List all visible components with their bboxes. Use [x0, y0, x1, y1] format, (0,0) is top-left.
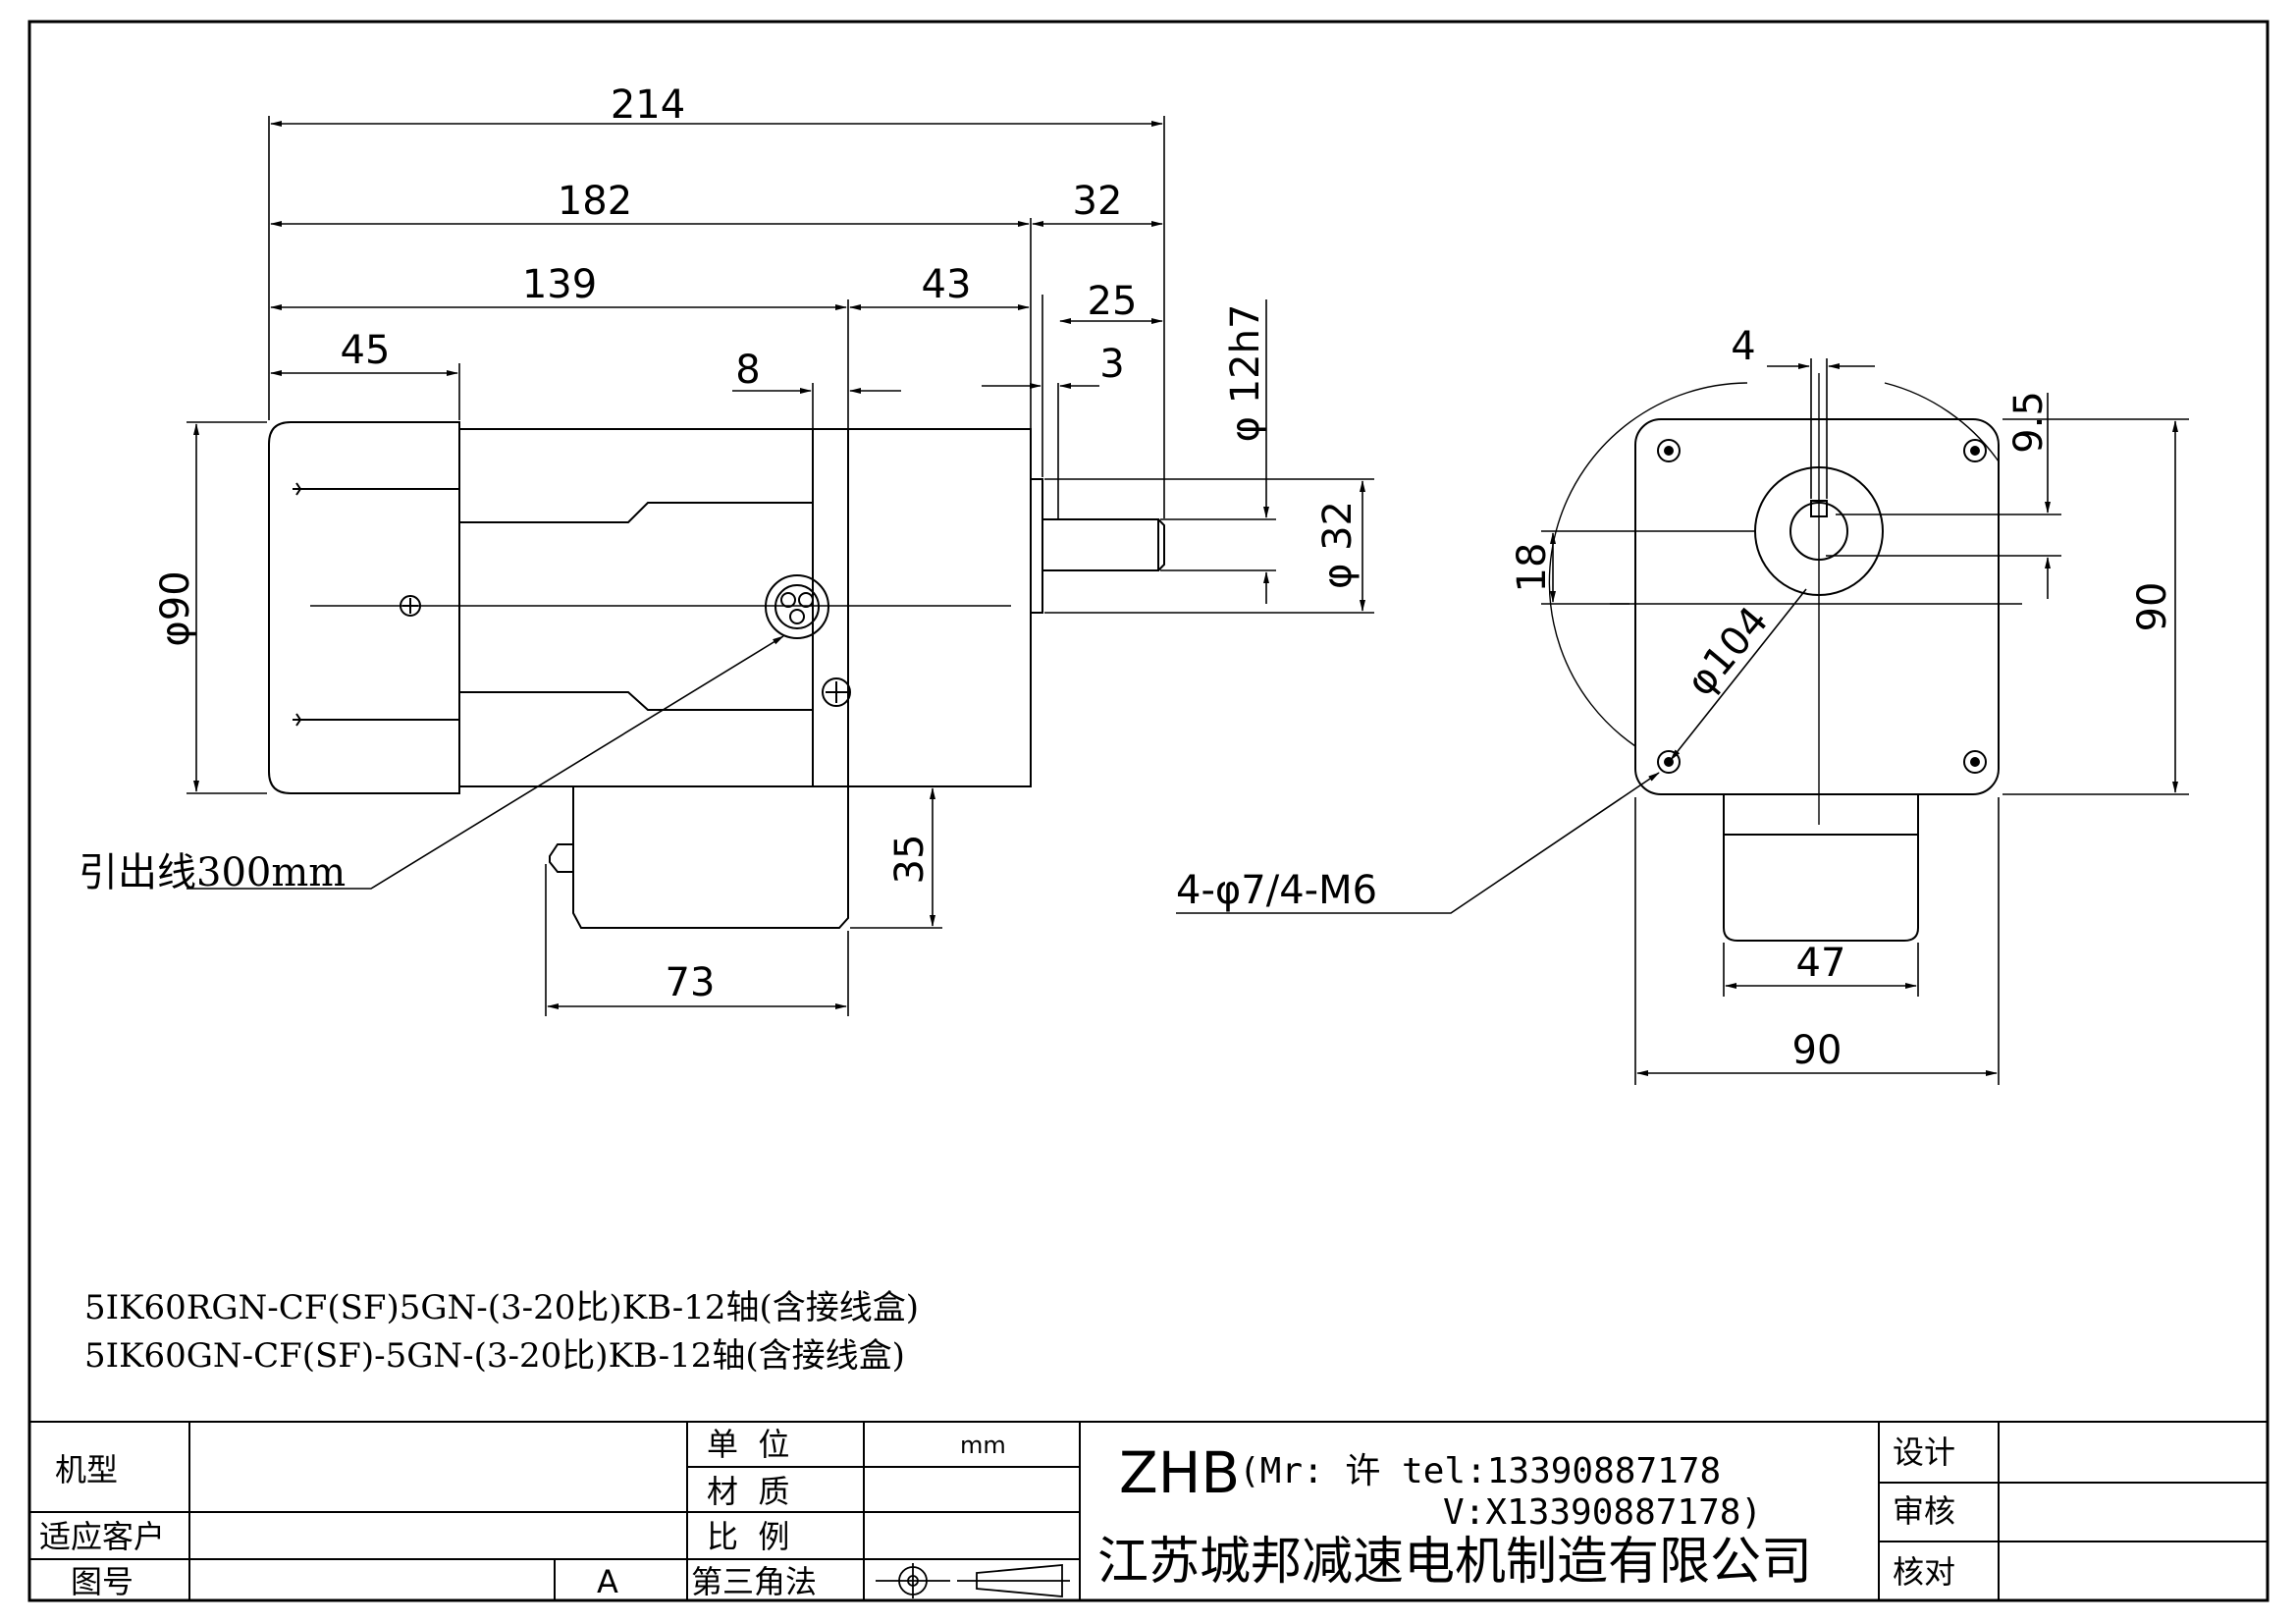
mounting-hole: [1657, 439, 1681, 462]
dim-4: 4: [1731, 324, 1755, 369]
contact-line-2: V:X13390887178): [1443, 1492, 1762, 1533]
output-shaft: [1041, 518, 1159, 571]
dim-47: 47: [1796, 941, 1846, 986]
dim-182: 182: [558, 179, 632, 224]
dim-18: 18: [1510, 543, 1555, 593]
front-flange: [1634, 418, 2000, 795]
mounting-hole: [1963, 439, 1987, 462]
front-view-dimensions: [1176, 358, 2189, 1085]
dim-90-height: 90: [2130, 582, 2175, 632]
screw-head: [822, 677, 851, 707]
gearbox: [847, 428, 1032, 787]
mounting-hole-note: 4-φ7/4-M6: [1176, 868, 1377, 913]
dim-35: 35: [887, 835, 933, 885]
mounting-hole: [1657, 750, 1681, 774]
mounting-hole: [1963, 750, 1987, 774]
side-view-dimensions: [187, 116, 1374, 1016]
front-terminal-box: [1723, 794, 1919, 942]
material-label: 材 质: [707, 1473, 789, 1510]
dim-8: 8: [735, 348, 760, 393]
side-view: [268, 421, 1165, 929]
contact-line-1: (Mr: 许 tel:13390887178: [1239, 1451, 1721, 1491]
third-angle-projection-symbol: [876, 1563, 1070, 1598]
unit-value: mm: [960, 1432, 1006, 1459]
dim-90-width: 90: [1792, 1028, 1842, 1073]
dim-phi32: φ 32: [1315, 501, 1361, 589]
fan-cover: [268, 421, 460, 794]
dim-9-5: 9.5: [2006, 391, 2052, 454]
drawing-no-label: 图号: [71, 1563, 133, 1600]
dim-3: 3: [1099, 342, 1124, 387]
terminal-box: [572, 786, 849, 929]
dim-45: 45: [341, 328, 391, 373]
model-label: 机型: [55, 1451, 118, 1488]
brand-name: ZHB: [1119, 1439, 1240, 1506]
dim-43: 43: [922, 262, 972, 307]
scale-label: 比 例: [707, 1518, 789, 1555]
unit-label: 单 位: [707, 1426, 789, 1463]
motor-body: [458, 428, 814, 787]
review-label: 审核: [1893, 1492, 1955, 1530]
dim-73: 73: [666, 960, 716, 1005]
cable-gland: [765, 574, 829, 639]
title-block: [29, 1421, 2268, 1600]
dim-139: 139: [522, 262, 597, 307]
customer-label: 适应客户: [39, 1518, 165, 1555]
shaft-boss: [1030, 478, 1043, 614]
check-label: 核对: [1893, 1553, 1955, 1591]
dim-32: 32: [1073, 179, 1123, 224]
front-view: [1548, 373, 2022, 942]
company-name: 江苏城邦减速电机制造有限公司: [1097, 1533, 1812, 1592]
model-line-1: 5IK60RGN-CF(SF)5GN-(3-20比)KB-12轴(含接线盒): [84, 1288, 919, 1327]
dim-214: 214: [611, 82, 685, 128]
lead-wire-note: 引出线300mm: [79, 850, 346, 895]
projection-label: 第三角法: [691, 1563, 817, 1600]
dim-phi90: φ90: [153, 570, 198, 646]
model-line-2: 5IK60GN-CF(SF)-5GN-(3-20比)KB-12轴(含接线盒): [84, 1336, 905, 1376]
design-label: 设计: [1893, 1434, 1955, 1471]
drawing-border: [27, 20, 2269, 1602]
dim-phi12h7: φ 12h7: [1223, 304, 1268, 443]
dim-25: 25: [1088, 279, 1138, 324]
drawing-no-value: A: [597, 1563, 618, 1600]
